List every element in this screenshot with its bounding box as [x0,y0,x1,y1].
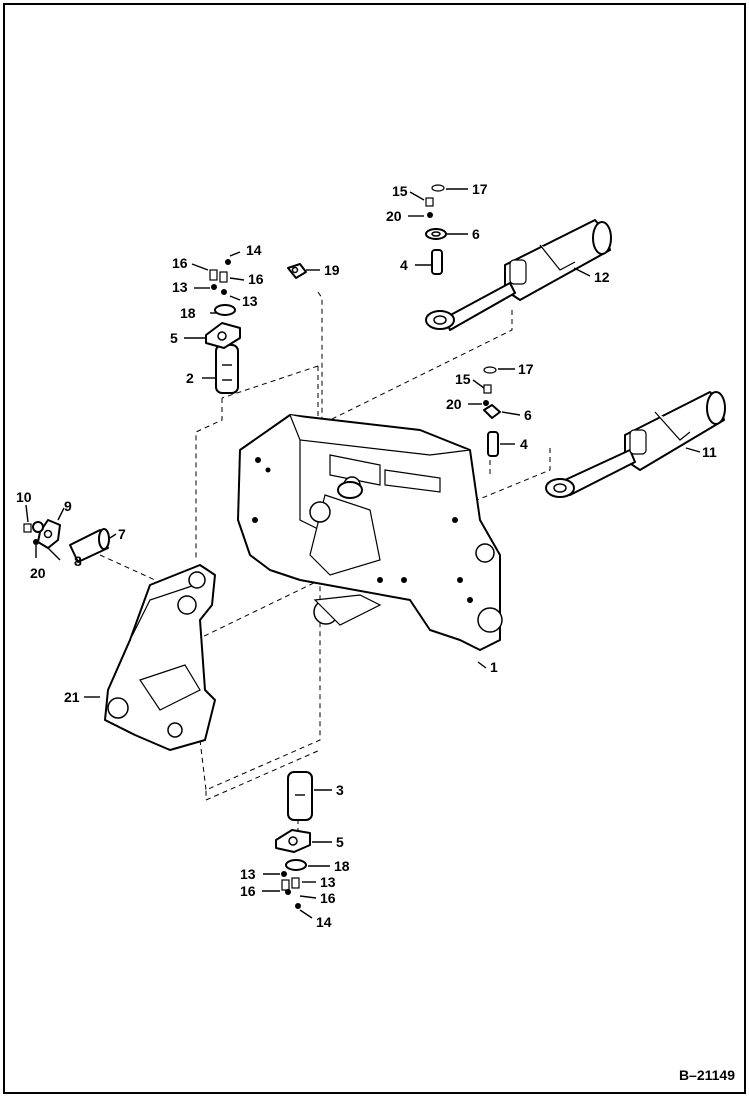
grease-fitting-part-19 [287,263,307,279]
assembly-guide-lines [99,291,551,830]
lower-pin-stack [275,771,313,909]
callout-5-lower: 5 [336,834,344,850]
callout-5-upper: 5 [170,330,178,346]
callout-11: 11 [702,444,717,460]
callout-14-upper: 14 [246,242,262,258]
callout-17-lower: 17 [518,361,534,377]
callout-20-upper: 20 [386,208,402,224]
callout-18-upper: 18 [180,305,196,321]
callout-4-lower: 4 [520,436,528,452]
callout-6-lower: 6 [524,407,532,423]
callout-21: 21 [64,689,80,705]
callout-16-upper-left: 16 [172,255,188,271]
callout-10: 10 [16,489,32,505]
callout-13-upper-right: 13 [242,293,258,309]
callout-19: 19 [324,262,340,278]
callout-16-lower-right: 16 [320,890,336,906]
callout-7: 7 [118,526,126,542]
callout-8: 8 [74,553,82,569]
callout-13-upper-left: 13 [172,279,188,295]
cylinder-part-11 [545,391,726,498]
pin-part-7-stack [23,519,110,563]
callout-2: 2 [186,370,194,386]
callout-1: 1 [490,659,498,675]
callout-18-lower: 18 [334,858,350,874]
callout-labels: 1 2 3 4 4 5 5 6 6 7 8 9 10 11 12 13 13 1… [16,181,717,930]
callout-9: 9 [64,498,72,514]
mounting-frame-part-1 [237,414,503,651]
cylinder-12-pin-hardware [425,184,447,275]
callout-20-lower: 20 [446,396,462,412]
callout-17-upper: 17 [472,181,488,197]
callout-6-upper: 6 [472,226,480,242]
callout-15-lower: 15 [455,371,471,387]
upper-pin-stack [205,259,241,394]
callout-14-lower: 14 [316,914,332,930]
figure-number: B–21149 [678,1067,735,1083]
callout-13-lower-left: 13 [240,866,256,882]
callout-16-lower-left: 16 [240,883,256,899]
callout-4-upper: 4 [400,257,408,273]
callout-20-left: 20 [30,565,46,581]
cylinder-part-12 [425,219,612,331]
callout-16-upper-right: 16 [248,271,264,287]
callout-15-upper: 15 [392,183,408,199]
callout-12: 12 [594,269,610,285]
callout-3: 3 [336,782,344,798]
callout-13-lower-right: 13 [320,874,336,890]
callout-leaders [25,188,701,919]
cylinder-11-pin-hardware [483,366,501,457]
swing-bracket-part-21 [104,564,216,751]
